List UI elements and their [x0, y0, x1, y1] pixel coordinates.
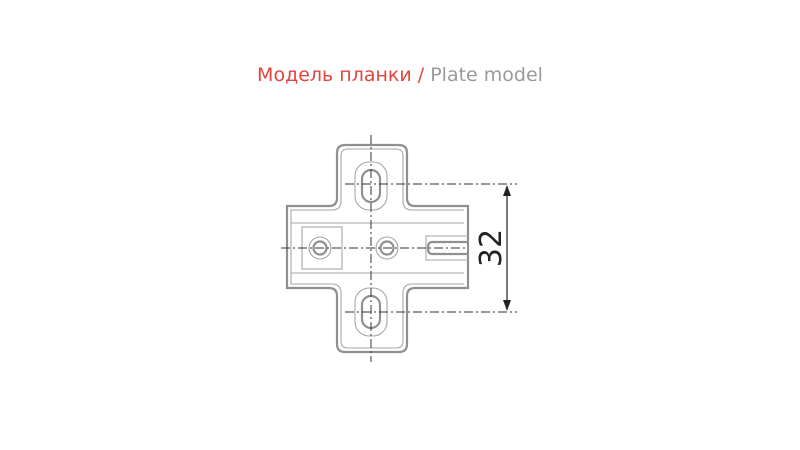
plate-outline — [285, 143, 470, 354]
dimension-32: 32 — [474, 185, 511, 311]
arrow-up-icon — [503, 185, 511, 196]
figure-title: Модель планки / Plate model — [0, 64, 800, 86]
arrow-down-icon — [503, 300, 511, 311]
centerlines — [281, 135, 517, 362]
dimension-label: 32 — [474, 229, 509, 267]
center-hole — [375, 236, 399, 260]
title-russian: Модель планки / — [257, 64, 425, 86]
title-english: Plate model — [430, 64, 543, 86]
